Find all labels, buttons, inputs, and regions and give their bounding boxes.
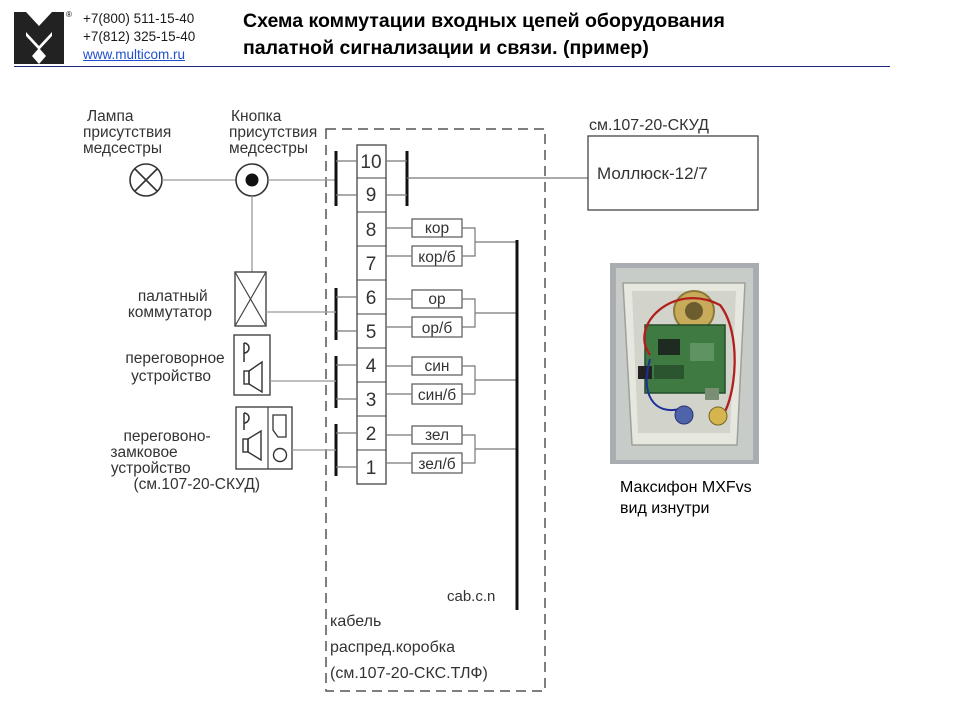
title-line-2: палатной сигнализации и связи. (пример): [243, 37, 649, 59]
photo-caption-line-2: вид изнутри: [620, 500, 710, 517]
phone-2: +7(812) 325-15-40: [83, 29, 196, 44]
box-label: кабель распред.коробка (см.107-20-СКС.ТЛ…: [330, 613, 488, 682]
wire-tag-zel-b: зел/б: [418, 456, 455, 473]
terminal-5: 5: [366, 322, 377, 343]
page-title: Схема коммутации входных цепей оборудова…: [243, 8, 943, 62]
push-button-icon: [235, 163, 269, 197]
terminal-9: 9: [366, 185, 377, 206]
contacts: +7(800) 511-15-40 +7(812) 325-15-40 www.…: [83, 10, 195, 64]
wire-tag-zel: зел: [425, 427, 449, 444]
lock-intercom-label: переговоно- замковое устройство (см.107-…: [110, 428, 260, 493]
website-link[interactable]: www.multicom.ru: [83, 47, 186, 62]
wire-tag-or-b: ор/б: [422, 320, 453, 337]
distribution-box-outline: [325, 128, 546, 692]
phone-1: +7(800) 511-15-40: [83, 11, 195, 26]
terminal-1: 1: [366, 458, 377, 479]
intercom-icon: [233, 334, 271, 396]
terminal-block: [356, 144, 387, 485]
button-label: Кнопка присутствия медсестры: [229, 108, 322, 157]
ward-switch-icon: [234, 271, 267, 327]
terminal-3: 3: [366, 390, 377, 411]
photo-caption-line-1: Максифон MXFvs: [620, 479, 752, 496]
ward-switch-label: палатный коммутатор: [128, 288, 212, 321]
terminal-8: 8: [366, 220, 377, 241]
left-stub-wires: [336, 160, 357, 468]
registered-mark: ®: [66, 10, 72, 19]
wire-tag-sin-b: син/б: [418, 387, 456, 404]
wire-tag-sin: син: [425, 358, 450, 375]
mollusk-label: Моллюск-12/7: [597, 164, 708, 183]
multicom-logo-icon: [14, 12, 64, 64]
title-line-1: Схема коммутации входных цепей оборудова…: [243, 10, 725, 32]
lamp-icon: [129, 163, 163, 197]
terminal-10: 10: [360, 152, 381, 173]
intercom-label: переговорное устройство: [125, 350, 229, 385]
cable-code: cab.c.n: [447, 588, 495, 605]
terminal-2: 2: [366, 424, 377, 445]
skud-reference: см.107-20-СКУД: [589, 117, 709, 134]
lock-intercom-icon: [235, 406, 293, 470]
maxifon-photo: [610, 263, 759, 464]
terminal-4: 4: [366, 356, 377, 377]
lamp-label: Лампа присутствия медсестры: [83, 108, 176, 157]
photo-caption: Максифон MXFvs вид изнутри: [620, 477, 752, 519]
pair-wires: [386, 227, 517, 464]
wire-tag-kor: кор: [425, 220, 449, 237]
wire-tag-kor-b: кор/б: [418, 249, 456, 266]
header: ® +7(800) 511-15-40 +7(812) 325-15-40 ww…: [0, 0, 960, 70]
wire-tag-or: ор: [428, 291, 445, 308]
mollusk-box: [587, 135, 759, 211]
terminal-7: 7: [366, 254, 377, 275]
terminal-6: 6: [366, 288, 377, 309]
header-divider: [14, 66, 890, 67]
